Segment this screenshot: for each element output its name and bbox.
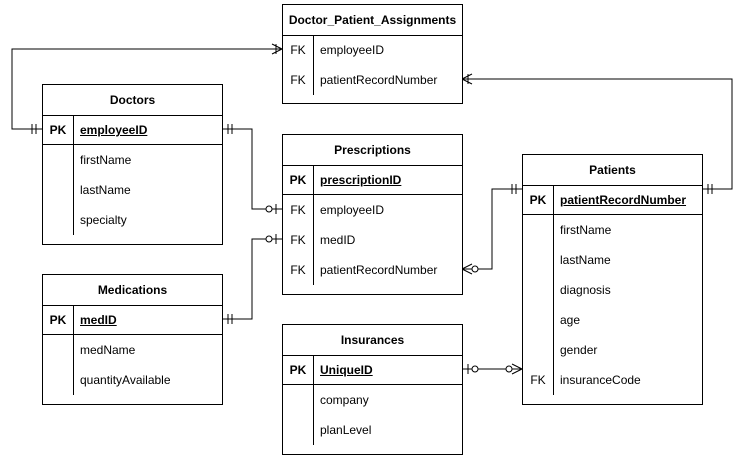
field-row-medid[interactable]: FK medID	[283, 225, 462, 255]
fk-label: FK	[530, 373, 546, 387]
relationship-doctors-prescriptions	[222, 124, 282, 214]
fk-label: FK	[290, 203, 306, 217]
pk-row-employeeid[interactable]: PK employeeID	[43, 115, 222, 145]
relationship-patients-assignments	[461, 73, 733, 194]
field-row-medname[interactable]: medName	[43, 335, 222, 365]
pk-row-prescriptionid[interactable]: PK prescriptionID	[283, 165, 462, 195]
field-row-gender[interactable]: gender	[523, 335, 702, 365]
field-row-quantityavailable[interactable]: quantityAvailable	[43, 365, 222, 395]
field-name: employeeID	[320, 43, 385, 57]
pk-row-patientrecordnumber[interactable]: PK patientRecordNumber	[523, 185, 702, 215]
field-row-diagnosis[interactable]: diagnosis	[523, 275, 702, 305]
field-name: age	[560, 313, 581, 327]
pk-label: PK	[289, 173, 307, 187]
field-name: gender	[560, 343, 598, 357]
field-name: diagnosis	[560, 283, 611, 297]
fk-label: FK	[290, 73, 306, 87]
field-name: patientRecordNumber	[320, 263, 438, 277]
field-row-insurancecode[interactable]: FK insuranceCode	[523, 365, 702, 395]
field-name: quantityAvailable	[80, 373, 171, 387]
field-row-employeeid[interactable]: FK employeeID	[283, 195, 462, 225]
fk-label: FK	[290, 43, 306, 57]
fk-label: FK	[290, 233, 306, 247]
entity-title: Patients	[523, 155, 702, 186]
field-name: firstName	[560, 223, 612, 237]
field-name: medID	[320, 233, 356, 247]
entity-doctor-patient-assignments[interactable]: Doctor_Patient_Assignments FK employeeID…	[282, 4, 463, 104]
pk-field-name: UniqueID	[320, 363, 373, 377]
pk-field-name: employeeID	[80, 123, 148, 137]
fk-label: FK	[290, 263, 306, 277]
field-row-patientrecordnumber[interactable]: FK patientRecordNumber	[283, 255, 462, 285]
relationship-doctors-assignments	[11, 43, 283, 134]
field-row-company[interactable]: company	[283, 385, 462, 415]
entity-title: Insurances	[283, 325, 462, 356]
field-name: employeeID	[320, 203, 385, 217]
field-row-lastname[interactable]: lastName	[523, 245, 702, 275]
entity-medications[interactable]: Medications PK medID medName quantityAva…	[42, 274, 223, 405]
entity-title: Doctors	[43, 85, 222, 116]
pk-field-name: prescriptionID	[320, 173, 402, 187]
field-row-firstname[interactable]: firstName	[43, 145, 222, 175]
entity-doctors[interactable]: Doctors PK employeeID firstName lastName…	[42, 84, 223, 245]
relationship-insurances-patients	[462, 363, 523, 375]
pk-field-name: patientRecordNumber	[560, 193, 687, 207]
entity-patients[interactable]: Patients PK patientRecordNumber firstNam…	[522, 154, 703, 405]
field-row-firstname[interactable]: firstName	[523, 215, 702, 245]
field-row-planlevel[interactable]: planLevel	[283, 415, 462, 445]
field-row-specialty[interactable]: specialty	[43, 205, 222, 235]
entity-title: Prescriptions	[283, 135, 462, 166]
pk-field-name: medID	[80, 313, 117, 327]
entity-title: Doctor_Patient_Assignments	[283, 5, 462, 36]
relationship-medications-prescriptions	[222, 234, 282, 324]
field-name: specialty	[80, 213, 127, 227]
field-name: patientRecordNumber	[320, 73, 438, 87]
field-row-patientrecordnumber[interactable]: FK patientRecordNumber	[283, 65, 462, 95]
pk-label: PK	[289, 363, 307, 377]
field-name: firstName	[80, 153, 132, 167]
pk-label: PK	[49, 123, 67, 137]
field-name: lastName	[80, 183, 131, 197]
pk-row-medid[interactable]: PK medID	[43, 305, 222, 335]
field-name: insuranceCode	[560, 373, 641, 387]
pk-label: PK	[529, 193, 547, 207]
pk-label: PK	[49, 313, 67, 327]
field-row-employeeid[interactable]: FK employeeID	[283, 35, 462, 65]
entity-insurances[interactable]: Insurances PK UniqueID company planLevel	[282, 324, 463, 455]
pk-row-uniqueid[interactable]: PK UniqueID	[283, 355, 462, 385]
field-name: medName	[80, 343, 136, 357]
entity-title: Medications	[43, 275, 222, 306]
field-row-age[interactable]: age	[523, 305, 702, 335]
field-row-lastname[interactable]: lastName	[43, 175, 222, 205]
entity-prescriptions[interactable]: Prescriptions PK prescriptionID FK emplo…	[282, 134, 463, 295]
field-name: planLevel	[320, 423, 372, 437]
relationship-patients-prescriptions	[461, 184, 522, 275]
field-name: lastName	[560, 253, 611, 267]
field-name: company	[320, 393, 369, 407]
